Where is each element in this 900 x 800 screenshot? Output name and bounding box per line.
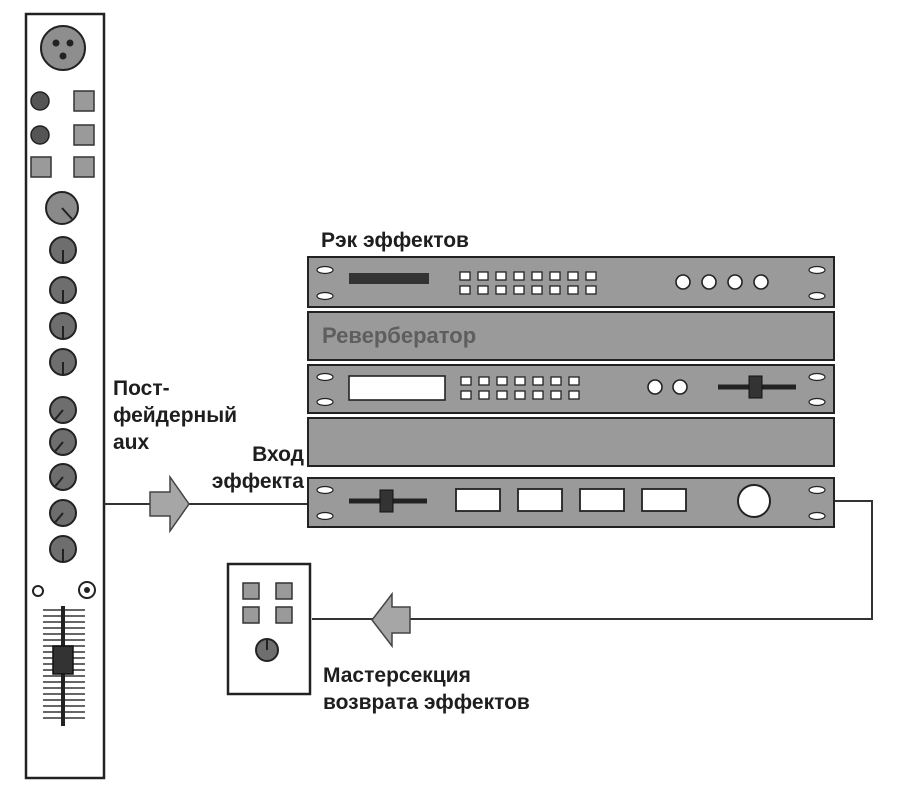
- effect-input-label: Вход эффекта: [200, 441, 304, 495]
- return-button[interactable]: [242, 606, 260, 624]
- small-button[interactable]: [496, 376, 508, 386]
- post-fader-aux-label: Пост- фейдерный aux: [113, 375, 237, 456]
- small-button[interactable]: [585, 285, 597, 295]
- small-button[interactable]: [550, 376, 562, 386]
- small-button[interactable]: [531, 285, 543, 295]
- effect-input-line-2: эффекта: [211, 470, 304, 493]
- round-buttons: [675, 274, 769, 290]
- small-button[interactable]: [478, 390, 490, 400]
- small-button[interactable]: [567, 271, 579, 281]
- reverb-label: Ревербератор: [322, 323, 477, 348]
- post-fader-aux-line-2: фейдерный: [113, 404, 238, 427]
- return-level-knob[interactable]: [255, 638, 279, 662]
- indicator-led: [30, 125, 50, 145]
- post-fader-aux-line-1: Пост-: [113, 377, 170, 400]
- effect-knob[interactable]: [737, 484, 771, 518]
- rack-unit-1: [307, 256, 835, 308]
- display-slot: [349, 273, 429, 284]
- jack-small: [32, 585, 44, 597]
- display-windows: [455, 488, 687, 512]
- fader-cap[interactable]: [52, 645, 74, 675]
- channel-knob[interactable]: [49, 499, 77, 527]
- slider-control[interactable]: [349, 489, 427, 513]
- effect-input-line-1: Вход: [252, 443, 304, 466]
- button-grid: [459, 271, 597, 295]
- small-button[interactable]: [513, 271, 525, 281]
- channel-button[interactable]: [73, 156, 95, 178]
- small-button[interactable]: [495, 285, 507, 295]
- signal-lines: [104, 500, 873, 620]
- small-button[interactable]: [585, 271, 597, 281]
- small-button[interactable]: [460, 376, 472, 386]
- small-button[interactable]: [567, 285, 579, 295]
- return-button[interactable]: [275, 582, 293, 600]
- return-master-line-1: Мастерсекция: [323, 664, 471, 687]
- gain-knob[interactable]: [45, 191, 79, 225]
- channel-knobs: [49, 236, 77, 563]
- small-button[interactable]: [477, 271, 489, 281]
- rack-unit-3: [307, 364, 835, 414]
- channel-knob[interactable]: [49, 428, 77, 456]
- channel-knob[interactable]: [49, 348, 77, 376]
- xlr-input-connector: [40, 25, 86, 71]
- small-button[interactable]: [495, 271, 507, 281]
- send-arrow-icon: [149, 474, 190, 534]
- small-button[interactable]: [478, 376, 490, 386]
- return-button[interactable]: [275, 606, 293, 624]
- return-arrow-icon: [371, 591, 411, 649]
- button-grid: [460, 376, 580, 400]
- small-button[interactable]: [459, 271, 471, 281]
- small-button[interactable]: [568, 390, 580, 400]
- small-button[interactable]: [549, 285, 561, 295]
- channel-knob[interactable]: [49, 276, 77, 304]
- rack-unit-reverb: [307, 311, 835, 361]
- round-buttons: [647, 379, 688, 395]
- small-button[interactable]: [549, 271, 561, 281]
- small-button[interactable]: [532, 376, 544, 386]
- channel-knob[interactable]: [49, 535, 77, 563]
- small-button[interactable]: [496, 390, 508, 400]
- lcd-display: [348, 375, 446, 401]
- small-button[interactable]: [568, 376, 580, 386]
- channel-knob[interactable]: [49, 312, 77, 340]
- effects-rack: [307, 256, 835, 528]
- small-button[interactable]: [532, 390, 544, 400]
- channel-button[interactable]: [73, 124, 95, 146]
- small-button[interactable]: [550, 390, 562, 400]
- effect-input-unit: [307, 477, 835, 528]
- small-button[interactable]: [513, 285, 525, 295]
- channel-button[interactable]: [30, 156, 52, 178]
- rack-title-label: Рэк эффектов: [321, 229, 469, 252]
- small-button[interactable]: [459, 285, 471, 295]
- channel-knob[interactable]: [49, 463, 77, 491]
- small-button[interactable]: [477, 285, 489, 295]
- return-master-line-2: возврата эффектов: [323, 691, 530, 714]
- return-master-label: Мастерсекция возврата эффектов: [323, 662, 530, 716]
- channel-knob[interactable]: [49, 396, 77, 424]
- indicator-led: [30, 91, 50, 111]
- small-button[interactable]: [531, 271, 543, 281]
- post-fader-aux-line-3: aux: [113, 431, 150, 454]
- channel-button[interactable]: [73, 90, 95, 112]
- rack-unit-blank: [307, 417, 835, 467]
- return-button[interactable]: [242, 582, 260, 600]
- small-button[interactable]: [514, 390, 526, 400]
- small-button[interactable]: [514, 376, 526, 386]
- small-button[interactable]: [460, 390, 472, 400]
- slider-control[interactable]: [718, 375, 796, 399]
- jack-large: [78, 581, 96, 599]
- effects-return-master: [226, 562, 312, 696]
- mixer-channel-strip: [24, 12, 106, 780]
- channel-knob[interactable]: [49, 236, 77, 264]
